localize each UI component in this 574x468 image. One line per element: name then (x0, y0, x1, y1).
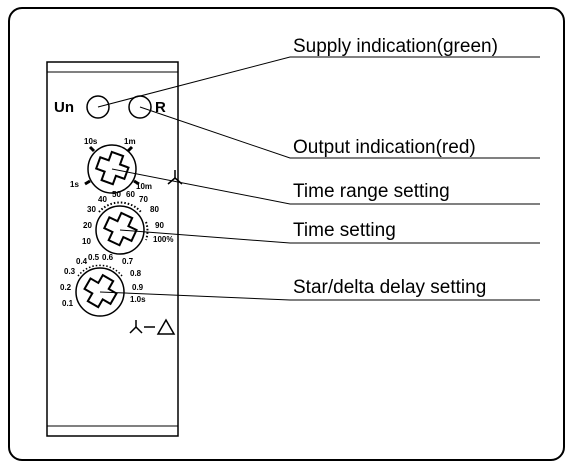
dial2-tick-label: 30 (87, 205, 96, 214)
time-setting-dial (95, 201, 149, 255)
dial3-tick-label: 1.0s (130, 295, 146, 304)
time-setting-leader (119, 229, 540, 244)
r-label: R (155, 99, 166, 116)
star-delta-dial (75, 264, 125, 317)
output-indication-label: Output indication(red) (293, 137, 476, 158)
dial2-tick-label: 20 (83, 221, 92, 230)
supply-leader (97, 56, 540, 108)
dial3-tick-label: 0.9 (132, 283, 144, 292)
dial2-tick-label: 70 (139, 195, 148, 204)
dial3-tick-label: 0.6 (102, 253, 114, 262)
dial2-tick-label: 60 (126, 190, 135, 199)
time-range-label: Time range setting (293, 181, 450, 202)
diagram-frame (8, 7, 565, 461)
dial1-tick-label: 10s (84, 137, 98, 146)
dial3-tick-label: 0.1 (62, 299, 74, 308)
dial1-tick-label: 1m (124, 137, 136, 146)
dial2-tick-label: 90 (155, 221, 164, 230)
time-range-dial (84, 144, 140, 194)
dial2-tick-label: 50 (112, 190, 121, 199)
dial3-tick-label: 0.5 (88, 253, 100, 262)
dial2-tick-label: 80 (150, 205, 159, 214)
dial3-tick-label: 0.2 (60, 283, 72, 292)
star-delta-label: Star/delta delay setting (293, 277, 487, 298)
dial2-tick-label: 100% (153, 235, 174, 244)
un-label: Un (54, 99, 74, 116)
star-delta-icon (129, 318, 176, 335)
dial2-tick-label: 40 (98, 195, 107, 204)
dial1-tick-label: 1s (70, 180, 79, 189)
dial2-tick-label: 10 (82, 237, 91, 246)
device-body (46, 61, 179, 437)
output-leader (139, 106, 540, 159)
star-delta-leader (99, 291, 540, 301)
dial1-tick-label: 10m (136, 182, 153, 191)
dial3-tick-label: 0.3 (64, 267, 76, 276)
dial3-tick-label: 0.4 (76, 257, 88, 266)
supply-led (86, 95, 110, 119)
supply-indication-label: Supply indication(green) (293, 36, 498, 57)
leader-lines (97, 56, 540, 301)
time-range-leader (111, 168, 540, 205)
dial3-tick-label: 0.7 (122, 257, 134, 266)
dial3-tick-label: 0.8 (130, 269, 142, 278)
time-setting-label: Time setting (293, 220, 396, 241)
